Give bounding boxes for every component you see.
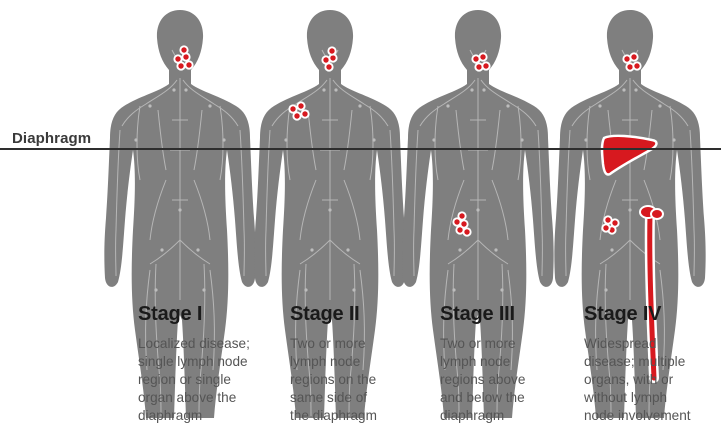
stage-2-title: Stage II	[290, 303, 440, 326]
stage-2-caption: Stage II Two or more lymph node regions …	[290, 303, 440, 425]
stage-1-caption: Stage I Localized disease; single lymph …	[138, 303, 288, 425]
stage-4-title: Stage IV	[584, 303, 721, 326]
stage-1-description: Localized disease; single lymph node reg…	[138, 335, 288, 425]
stage-3-caption: Stage III Two or more lymph node regions…	[440, 303, 590, 425]
stage-4-caption: Stage IV Widespread disease; multiple or…	[584, 303, 721, 425]
diaphragm-line	[0, 148, 721, 150]
stage-1-title: Stage I	[138, 303, 288, 326]
stage-3-title: Stage III	[440, 303, 590, 326]
diaphragm-label: Diaphragm	[12, 130, 91, 147]
stage-2-description: Two or more lymph node regions on the sa…	[290, 335, 440, 425]
stage-4-description: Widespread disease; multiple organs, wit…	[584, 335, 721, 425]
stage-3-description: Two or more lymph node regions above and…	[440, 335, 590, 425]
